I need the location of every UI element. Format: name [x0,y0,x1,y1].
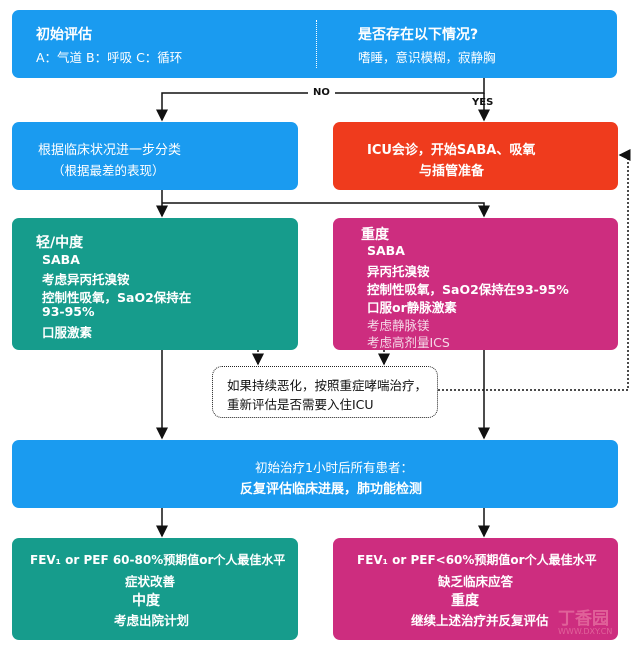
note-line1: 如果持续恶化，按照重症哮喘治疗， [227,378,428,393]
outcome-moderate-box: FEV₁ or PEF 60-80%预期值or个人最佳水平 症状改善 中度 考虑… [12,538,298,640]
severe-title: 重度 [361,227,389,243]
condition-question: 是否存在以下情况? [358,27,479,43]
watermark-logo: 丁香园 WWW.DXY.CN [558,604,612,636]
classify-line1: 根据临床状况进一步分类 [38,143,182,158]
deterioration-note: 如果持续恶化，按照重症哮喘治疗， 重新评估是否需要入住ICU [212,366,438,418]
outcome-severe-box: FEV₁ or PEF<60%预期值or个人最佳水平 缺乏临床应答 重度 继续上… [333,538,618,640]
top-box-divider [316,20,317,68]
mild-item-oxygen-range: 93-95% [42,304,95,319]
watermark-url: WWW.DXY.CN [558,627,613,636]
condition-items: 嗜睡，意识模糊，寂静胸 [358,50,496,65]
classify-box: 根据临床状况进一步分类 （根据最差的表现） [12,122,298,190]
mild-item-saba: SABA [42,252,80,267]
mild-item-steroids: 口服激素 [42,325,93,340]
severe-box: 重度 SABA 异丙托溴铵 控制性吸氧，SaO2保持在93-95% 口服or静脉… [333,218,618,350]
mild-item-oxygen: 控制性吸氧，SaO2保持在 [42,290,192,305]
initial-assessment-title: 初始评估 [36,27,92,43]
mild-item-ipratropium: 考虑异丙托溴铵 [42,272,130,287]
severe-item-saba: SABA [367,243,405,258]
outcome-moderate-title: 中度 [132,593,160,609]
abc-items: A：气道 B：呼吸 C：循环 [36,50,183,65]
outcome-moderate-line2: 症状改善 [125,574,176,589]
reassess-box: 初始治疗1小时后所有患者： 反复评估临床进展，肺功能检测 [12,440,618,508]
no-arrow [156,78,485,122]
severe-optional-magnesium: 考虑静脉镁 [367,318,430,333]
severe-item-ipratropium: 异丙托溴铵 [367,264,430,279]
outcome-severe-action: 继续上述治疗并反复评估 [411,613,549,628]
outcome-severe-line1: FEV₁ or PEF<60%预期值or个人最佳水平 [357,553,597,567]
initial-assessment-box: 初始评估 A：气道 B：呼吸 C：循环 是否存在以下情况? 嗜睡，意识模糊，寂静… [12,10,617,78]
watermark-name: 丁香园 [558,609,609,629]
icu-line1: ICU会诊，开始SABA、吸氧 [367,143,536,158]
mild-moderate-box: 轻/中度 SABA 考虑异丙托溴铵 控制性吸氧，SaO2保持在 93-95% 口… [12,218,298,350]
outcome-severe-title: 重度 [451,593,479,609]
mild-title: 轻/中度 [36,235,84,251]
icu-line2: 与插管准备 [419,164,485,179]
icu-consult-box: ICU会诊，开始SABA、吸氧 与插管准备 [333,122,618,190]
classify-line2: （根据最差的表现） [52,163,165,178]
outcome-severe-line2: 缺乏临床应答 [438,574,514,589]
no-label: NO [308,87,335,98]
reassess-line2: 反复评估临床进展，肺功能检测 [240,482,423,497]
note-line2: 重新评估是否需要入住ICU [227,397,374,412]
split-arrow-severe [162,202,490,218]
reassess-line1: 初始治疗1小时后所有患者： [255,460,413,475]
note-to-icu-dotted [438,149,631,391]
severe-item-oxygen: 控制性吸氧，SaO2保持在93-95% [367,282,569,297]
outcome-moderate-line1: FEV₁ or PEF 60-80%预期值or个人最佳水平 [30,553,286,567]
severe-optional-ics: 考虑高剂量ICS [367,335,450,350]
outcome-moderate-action: 考虑出院计划 [114,613,190,628]
yes-label: YES [472,97,494,108]
severe-item-steroids: 口服or静脉激素 [367,300,457,315]
